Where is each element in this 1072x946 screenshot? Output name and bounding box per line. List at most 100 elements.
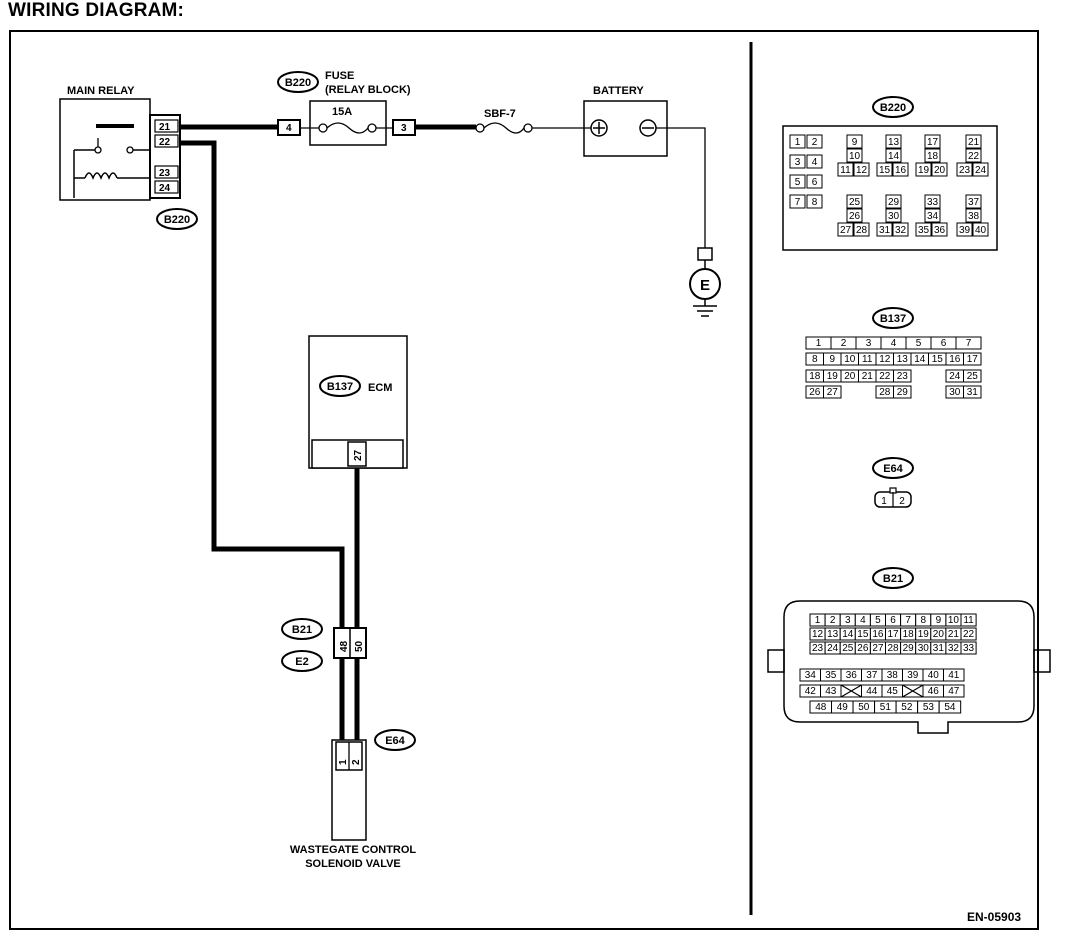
b220-pin-35: 35 <box>918 225 930 236</box>
b220-pin-30: 30 <box>888 211 900 222</box>
b21-pin-47-cell <box>943 684 965 698</box>
main-relay: MAIN RELAY 21 22 23 24 <box>59 85 181 201</box>
b220-pin-29-cell <box>885 194 902 209</box>
joint-connector: 48 50 B21 E2 <box>281 618 367 672</box>
pinout-b137-label: B137 <box>880 313 906 325</box>
b21-pin-4: 4 <box>860 615 866 626</box>
b137-pin-2: 2 <box>841 338 847 349</box>
b21-pin-47: 47 <box>948 686 960 697</box>
e64-pin-2: 2 <box>899 496 905 507</box>
b137-pin-31: 31 <box>967 387 979 398</box>
b21-pin-39: 39 <box>907 670 919 681</box>
b137-pin-18: 18 <box>809 371 821 382</box>
b21-pin-15: 15 <box>857 629 869 640</box>
b137-pin-25: 25 <box>967 371 979 382</box>
connector-tag-b21: B21 <box>292 624 312 636</box>
b21-pin-24: 24 <box>827 643 839 654</box>
b220-pin-32-cell <box>892 222 909 237</box>
b137-pin-17: 17 <box>967 354 979 365</box>
b220-pin-10-cell <box>846 148 863 163</box>
e64-pin-1: 1 <box>881 496 887 507</box>
b21-pin-40: 40 <box>928 670 940 681</box>
b21-pin-43: 43 <box>825 686 837 697</box>
b220-pin-27: 27 <box>840 225 852 236</box>
b220-pin-28-cell <box>853 222 870 237</box>
b220-pin-8: 8 <box>812 197 818 208</box>
b137-pin-26: 26 <box>809 387 821 398</box>
b220-pin-40: 40 <box>975 225 987 236</box>
b137-pin-23: 23 <box>897 371 909 382</box>
b220-pin-6-cell <box>806 174 823 189</box>
b220-pin-13: 13 <box>888 137 900 148</box>
b220-pin-23: 23 <box>959 165 971 176</box>
b21-pin-22: 22 <box>963 629 975 640</box>
b220-pin-7-cell <box>789 194 806 209</box>
b137-pin-13: 13 <box>897 354 909 365</box>
b220-pin-10: 10 <box>849 151 861 162</box>
b220-pin-20-cell <box>931 162 948 177</box>
fuse-label: FUSE <box>325 70 354 82</box>
b220-pin-9-cell <box>846 134 863 149</box>
b21-pin-25: 25 <box>842 643 854 654</box>
b220-pin-39: 39 <box>959 225 971 236</box>
b21-pin-54-cell <box>938 700 962 714</box>
b220-pin-22: 22 <box>968 151 980 162</box>
b21-pin-53: 53 <box>923 702 935 713</box>
b21-pin-33-cell <box>960 641 977 655</box>
ecm: B137 ECM 27 <box>308 335 408 469</box>
b220-pin-14-cell <box>885 148 902 163</box>
b220-pin-24-cell <box>972 162 989 177</box>
b220-pin-36-cell <box>931 222 948 237</box>
b21-pin-8: 8 <box>920 615 926 626</box>
valve-label-line2: SOLENOID VALVE <box>305 858 401 870</box>
svg-text:B220: B220 <box>164 214 190 226</box>
b137-pin-28: 28 <box>879 387 891 398</box>
relay-pin-21: 21 <box>159 122 171 133</box>
fuse-sublabel: (RELAY BLOCK) <box>325 84 411 96</box>
pinout-b21-label: B21 <box>883 573 903 585</box>
b137-pin-10: 10 <box>844 354 856 365</box>
b220-pin-8-cell <box>806 194 823 209</box>
b137-pin-3: 3 <box>866 338 872 349</box>
b21-pin-35: 35 <box>825 670 837 681</box>
relay-pin-24: 24 <box>159 183 171 194</box>
b21-pin-34: 34 <box>805 670 817 681</box>
b220-pin-33-cell <box>924 194 941 209</box>
b21-pin-21: 21 <box>948 629 960 640</box>
b21-pin-20: 20 <box>933 629 945 640</box>
fuse-pin-3: 3 <box>401 123 407 134</box>
b21-pin-41: 41 <box>948 670 960 681</box>
b220-pin-34: 34 <box>927 211 939 222</box>
b220-pin-5-cell <box>789 174 806 189</box>
b137-pin-7: 7 <box>966 338 972 349</box>
b21-pin-2: 2 <box>830 615 836 626</box>
b220-pin-37-cell <box>965 194 982 209</box>
b21-pin-12: 12 <box>812 629 824 640</box>
b21-pin-10: 10 <box>948 615 960 626</box>
b220-pin-1-cell <box>789 134 806 149</box>
b220-pin-29: 29 <box>888 197 900 208</box>
b137-pin-27: 27 <box>827 387 839 398</box>
b137-pin-24: 24 <box>949 371 961 382</box>
b137-pin-17-cell <box>963 352 982 366</box>
b137-pin-29-cell <box>893 385 912 399</box>
b220-pin-21: 21 <box>968 137 980 148</box>
b220-pin-35-cell <box>915 222 932 237</box>
b21-pin-42: 42 <box>805 686 817 697</box>
b137-pin-6: 6 <box>941 338 947 349</box>
b220-pin-38-cell <box>965 208 982 223</box>
connector-tag-b220-fuse: B220 <box>285 77 311 89</box>
relay-pin-23: 23 <box>159 168 171 179</box>
b220-pin-6: 6 <box>812 177 818 188</box>
b21-pin-11: 11 <box>963 615 974 626</box>
b137-pin-23-cell <box>893 369 912 383</box>
wastegate-solenoid-valve: E64 1 2 WASTEGATE CONTROL SOLENOID VALVE <box>290 729 416 870</box>
fuse-relay-block: B220 FUSE (RELAY BLOCK) 15A 4 3 <box>277 70 416 146</box>
b21-pin-23: 23 <box>812 643 824 654</box>
sbf-fuse: SBF-7 <box>475 108 533 134</box>
b21-pin-19: 19 <box>918 629 930 640</box>
connector-tag-b220-relay: B220 <box>156 208 198 230</box>
b21-pin-16: 16 <box>872 629 884 640</box>
b220-pin-4: 4 <box>812 157 818 168</box>
